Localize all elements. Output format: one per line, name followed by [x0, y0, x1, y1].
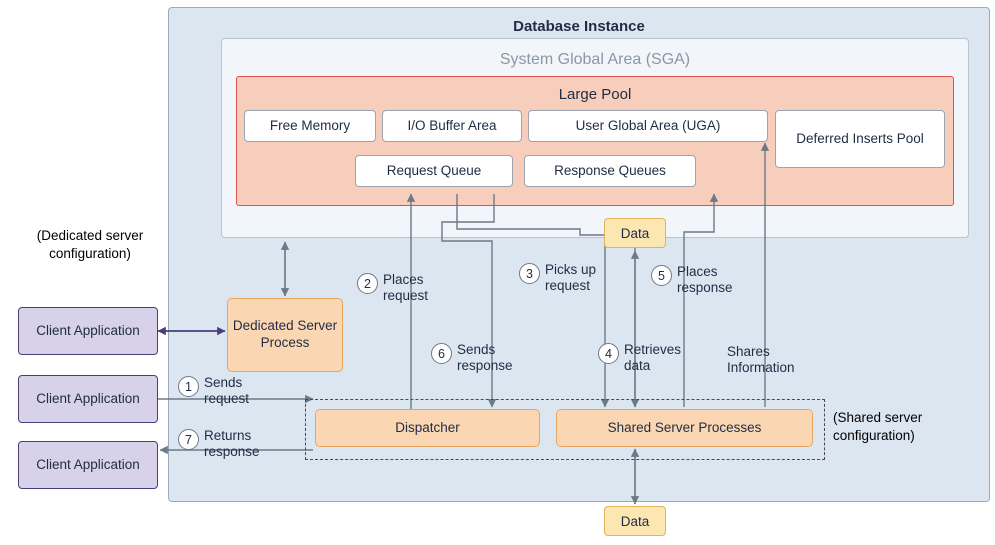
shared-server-processes-box[interactable]: Shared Server Processes [556, 409, 813, 447]
sga-title: System Global Area (SGA) [499, 51, 691, 68]
step-6-label: Sends response [457, 342, 513, 374]
data-box-top[interactable]: Data [604, 218, 666, 248]
step-3-label: Picks up request [545, 262, 597, 294]
step-5-number: 5 [651, 265, 672, 286]
step-2-label: Places request [383, 272, 429, 304]
step-5-places-response: 5 Places response [651, 264, 733, 297]
step-2-number: 2 [357, 273, 378, 294]
user-global-area-box[interactable]: User Global Area (UGA) [528, 110, 768, 142]
free-memory-box[interactable]: Free Memory [244, 110, 376, 142]
step-3-picks-up-request: 3 Picks up request [519, 262, 596, 295]
step-7-returns-response: 7 Returns response [178, 428, 260, 461]
shared-server-configuration-label: (Shared server configuration) [833, 410, 923, 443]
shared-server-group-outline [305, 399, 825, 460]
step-5-label: Places response [677, 264, 733, 296]
shares-information-label: Shares Information [727, 344, 795, 376]
step-2-places-request: 2 Places request [357, 272, 428, 305]
data-box-bottom[interactable]: Data [604, 506, 666, 536]
large-pool-title: Large Pool [558, 85, 632, 103]
request-queue-box[interactable]: Request Queue [355, 155, 513, 187]
step-3-number: 3 [519, 263, 540, 284]
client-application-1[interactable]: Client Application [18, 307, 158, 355]
step-4-retrieves-data: 4 Retrieves data [598, 342, 681, 375]
database-instance-title: Database Instance [513, 17, 645, 35]
step-1-label: Sends request [204, 375, 250, 407]
step-7-number: 7 [178, 429, 199, 450]
dedicated-server-process-box[interactable]: Dedicated Server Process [227, 298, 343, 372]
deferred-inserts-pool-box[interactable]: Deferred Inserts Pool [775, 110, 945, 168]
client-application-2[interactable]: Client Application [18, 375, 158, 423]
dispatcher-box[interactable]: Dispatcher [315, 409, 540, 447]
step-6-sends-response: 6 Sends response [431, 342, 513, 375]
step-4-number: 4 [598, 343, 619, 364]
step-7-label: Returns response [204, 428, 260, 460]
response-queues-box[interactable]: Response Queues [524, 155, 696, 187]
step-1-sends-request: 1 Sends request [178, 375, 249, 408]
dedicated-server-configuration-label: (Dedicated server configuration) [36, 228, 144, 261]
step-4-label: Retrieves data [624, 342, 682, 374]
io-buffer-area-box[interactable]: I/O Buffer Area [382, 110, 522, 142]
step-1-number: 1 [178, 376, 199, 397]
client-application-3[interactable]: Client Application [18, 441, 158, 489]
step-6-number: 6 [431, 343, 452, 364]
